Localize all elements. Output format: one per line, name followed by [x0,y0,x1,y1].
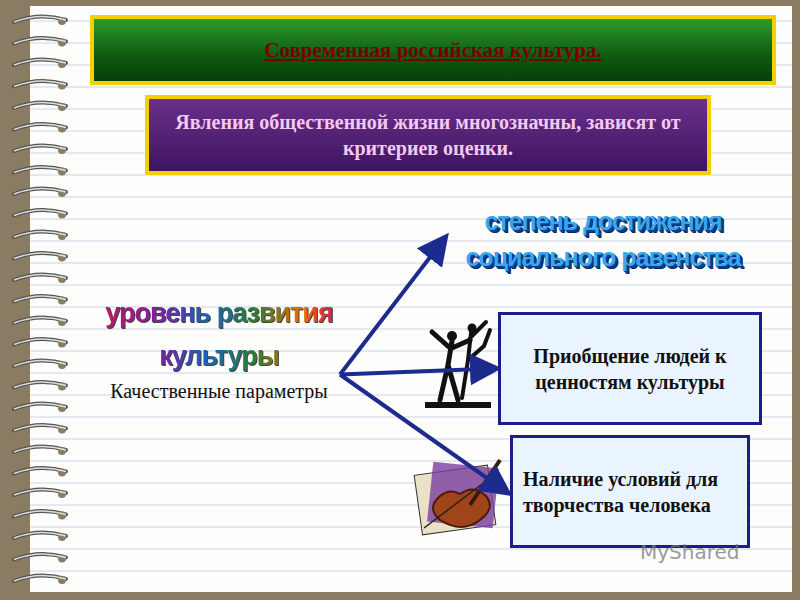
title-band: Современная российская культура. [90,15,776,85]
arrow-connector [340,375,506,492]
violin-icon [414,460,500,535]
ruled-lines [30,6,792,592]
statement-box: Явления общественной жизни многозначны, … [145,95,711,175]
node-text: Наличие условий для творчества человека [523,466,737,518]
node-text: степень достижения социального равенства [448,203,758,276]
arrow-connector [340,239,444,375]
slide-title: Современная российская культура. [264,38,602,63]
node-subtext: Качественные параметры [110,378,328,404]
dancers-icon [425,322,491,408]
arrow-connector [340,369,494,375]
node-text: уровень развития культуры [100,292,338,378]
process-box: Наличие условий для творчества человека [510,435,750,548]
quality-group: уровень развития культурыКачественные па… [100,292,338,442]
node-text: Приобщение людей к ценностям культуры [511,343,749,395]
watermark: MyShared [640,540,740,564]
paper [30,6,792,592]
process-box: Приобщение людей к ценностям культуры [498,312,762,425]
spiral-binding [14,16,66,584]
wordart-heading: степень достижения социального равенства [448,180,758,298]
node-text: Явления общественной жизни многозначны, … [159,109,697,161]
